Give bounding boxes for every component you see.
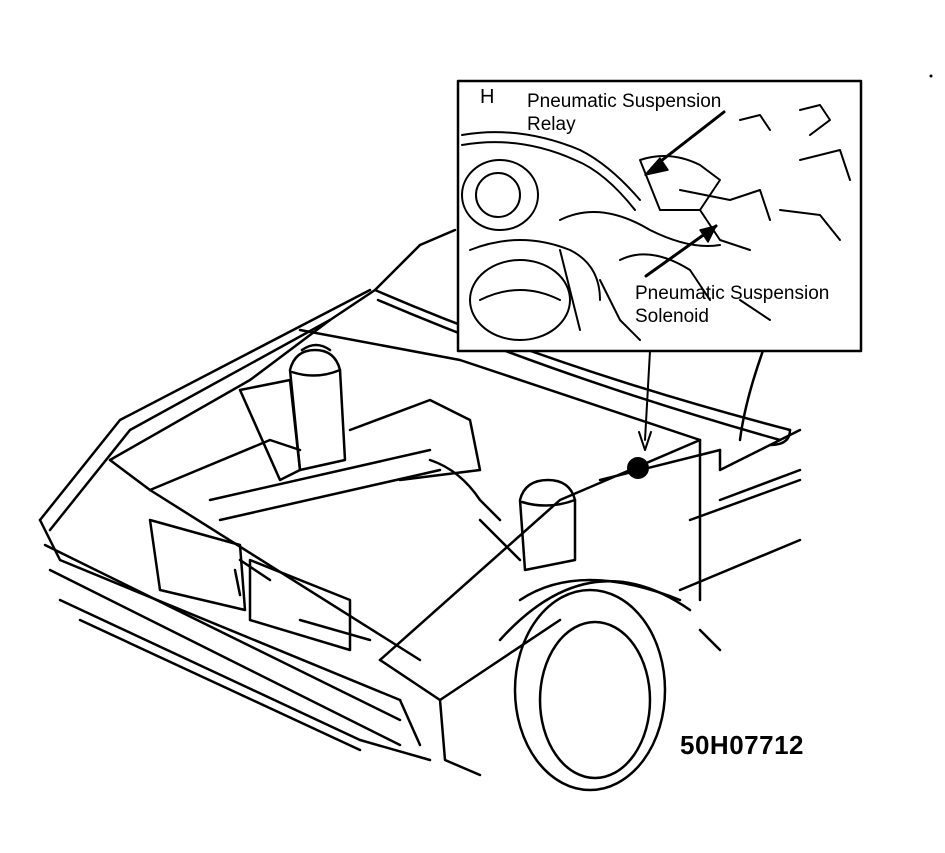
car-body xyxy=(38,228,802,792)
figure-id: 50H07712 xyxy=(680,730,804,760)
solenoid-callout-line2: Solenoid xyxy=(635,306,709,327)
solenoid-callout-line1: Pneumatic Suspension xyxy=(635,283,830,304)
location-pointer xyxy=(638,350,652,451)
relay-callout-line2: Relay xyxy=(527,114,576,135)
component-location-dot xyxy=(627,457,649,479)
inset-engine-sketch xyxy=(461,104,851,341)
stray-mark xyxy=(929,74,933,78)
inset-letter-label: H xyxy=(480,86,495,108)
inset-detail-box xyxy=(456,79,863,353)
relay-callout-line1: Pneumatic Suspension xyxy=(527,91,722,112)
